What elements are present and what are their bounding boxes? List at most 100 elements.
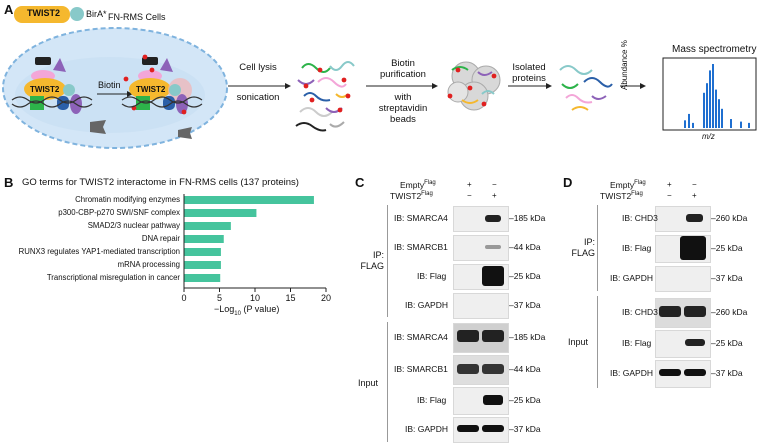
panel-c-input-blot-1-label: IB: SMARCA4	[394, 332, 448, 342]
ms-xlabel: m/z	[702, 132, 715, 141]
ms-peak	[688, 113, 690, 128]
ms-peak	[740, 121, 742, 128]
fn-rms-cells-label: FN-RMS Cells	[108, 12, 166, 22]
step-sonication-label: sonication	[236, 92, 280, 103]
ms-peak	[703, 92, 705, 128]
panel-c-input-label: Input	[358, 378, 379, 388]
step-isolated-label: Isolated proteins	[512, 62, 546, 84]
x-tick-label: 0	[181, 293, 187, 303]
panel-b-letter: B	[4, 175, 14, 190]
panel-c-ip-blot-2-label: IB: SMARCB1	[394, 242, 448, 252]
twist2-bait-label: TWIST2	[27, 8, 60, 18]
panel-c-letter: C	[355, 175, 365, 190]
step-purification-label-bottom: with streptavidin beads	[378, 92, 428, 125]
ms-peak	[748, 122, 750, 128]
panel-d-empty-row-label: EmptyFlag	[610, 180, 646, 190]
panel-d-input-blot-1-kda: –260 kDa	[711, 307, 748, 317]
go-bar	[184, 248, 221, 256]
go-category-label: SMAD2/3 nuclear pathway	[87, 221, 180, 230]
panel-d-input-blot-2-label: IB: Flag	[622, 338, 652, 348]
ms-peak	[706, 83, 708, 128]
panel-d-input-blot-1-label: IB: CHD3	[622, 307, 658, 317]
bira-circle	[70, 7, 84, 21]
panel-d-ip-blot-1-kda: –260 kDa	[711, 213, 748, 223]
bira-label: BirA*	[86, 9, 107, 19]
twist2-complex-label-1: TWIST2	[30, 85, 60, 94]
go-bar	[184, 274, 221, 282]
ms-ylabel: Abundance %	[620, 40, 629, 90]
ms-peak	[684, 120, 686, 128]
panel-c-ip-blot-3-kda: –25 kDa	[509, 271, 541, 281]
panel-c-ip-blot-2-kda: –44 kDa	[509, 242, 541, 252]
go-category-label: RUNX3 regulates YAP1-mediated transcript…	[18, 247, 180, 256]
panel-d-ip-blot-2-label: IB: Flag	[622, 243, 652, 253]
go-bar	[184, 196, 314, 204]
panel-d-ip-blot-1-label: IB: CHD3	[622, 213, 658, 223]
panel-c-input-blot-2-label: IB: SMARCB1	[394, 364, 448, 374]
panel-c-input-blot-1-kda: –185 kDa	[509, 332, 546, 342]
panel-b-xlabel: −Log10 (P value)	[214, 304, 280, 317]
panel-c-empty-sign-2: −	[492, 180, 497, 189]
step-lysis-label: Cell lysis	[239, 62, 277, 73]
panel-c-ip-blot-3-label: IB: Flag	[417, 271, 447, 281]
panel-d-input-blot-3-label: IB: GAPDH	[610, 368, 653, 378]
panel-c-input-blot-4-label: IB: GAPDH	[405, 424, 448, 434]
twist2-bait-shape	[14, 6, 70, 23]
ms-spectrum-peaks	[684, 64, 750, 128]
panel-d-twist-row-label: TWIST2Flag	[600, 191, 643, 201]
x-tick-label: 20	[320, 293, 331, 303]
go-category-label: Chromatin modifying enzymes	[75, 195, 180, 204]
panel-d-empty-sign-2: −	[692, 180, 697, 189]
panel-d-empty-sign-1: +	[667, 180, 672, 189]
x-tick-label: 5	[216, 293, 222, 303]
ms-peak	[712, 64, 714, 128]
panel-c-twist-row-label: TWIST2Flag	[390, 191, 433, 201]
x-tick-label: 10	[249, 293, 260, 303]
panel-c-ip-blot-1-label: IB: SMARCA4	[394, 213, 448, 223]
panel-c-empty-row-label: EmptyFlag	[400, 180, 436, 190]
go-category-label: Transcriptional misregulation in cancer	[46, 273, 180, 282]
ms-peak	[730, 119, 732, 128]
ms-peak	[721, 108, 723, 128]
ms-title: Mass spectrometry	[672, 44, 757, 55]
panel-d-input-blot-2-kda: –25 kDa	[711, 338, 743, 348]
panel-d-input-label: Input	[568, 337, 589, 347]
go-bar	[184, 222, 231, 230]
panel-c-ip-blot-4-kda: –37 kDa	[509, 300, 541, 310]
panel-d-ip-blot-3-label: IB: GAPDH	[610, 273, 653, 283]
panel-c-input-blot-3-kda: –25 kDa	[509, 395, 541, 405]
ms-peak	[715, 89, 717, 128]
biotin-label: Biotin	[98, 80, 121, 90]
go-bar	[184, 235, 224, 243]
panel-a-schematic	[2, 6, 757, 149]
panel-c-twist-sign-2: +	[492, 191, 497, 200]
panel-c-input-blot-3-label: IB: Flag	[417, 395, 447, 405]
panel-d-letter: D	[563, 175, 573, 190]
panel-c-ip-label: IP:FLAG	[360, 250, 384, 271]
x-tick-label: 15	[285, 293, 296, 303]
step-purification-label-top: Biotin purification	[380, 58, 426, 80]
panel-d-twist-sign-2: +	[692, 191, 697, 200]
panel-d-ip-blot-3-kda: –37 kDa	[711, 273, 743, 283]
panel-d-ip-label: IP:FLAG	[571, 237, 595, 258]
panel-d-ip-blot-2-kda: –25 kDa	[711, 243, 743, 253]
go-category-label: p300-CBP-p270 SWI/SNF complex	[58, 208, 180, 217]
ms-peak	[692, 122, 694, 128]
panel-a-letter: A	[4, 2, 14, 17]
panel-c-input-blot-2-kda: –44 kDa	[509, 364, 541, 374]
panel-c-twist-sign-1: −	[467, 191, 472, 200]
panel-d-twist-sign-1: −	[667, 191, 672, 200]
go-category-label: mRNA processing	[117, 260, 180, 269]
panel-c-input-blot-4-kda: –37 kDa	[509, 424, 541, 434]
panel-c-ip-blot-4-label: IB: GAPDH	[405, 300, 448, 310]
go-category-label: DNA repair	[141, 234, 180, 243]
panel-c-empty-sign-1: +	[467, 180, 472, 189]
panel-b-title: GO terms for TWIST2 interactome in FN-RM…	[22, 177, 299, 188]
go-bar	[184, 261, 221, 269]
ms-peak	[718, 99, 720, 128]
panel-c-ip-blot-1-kda: –185 kDa	[509, 213, 546, 223]
ms-peak	[709, 70, 711, 128]
go-bar	[184, 209, 257, 217]
panel-d-input-blot-3-kda: –37 kDa	[711, 368, 743, 378]
twist2-complex-label-2: TWIST2	[136, 85, 166, 94]
